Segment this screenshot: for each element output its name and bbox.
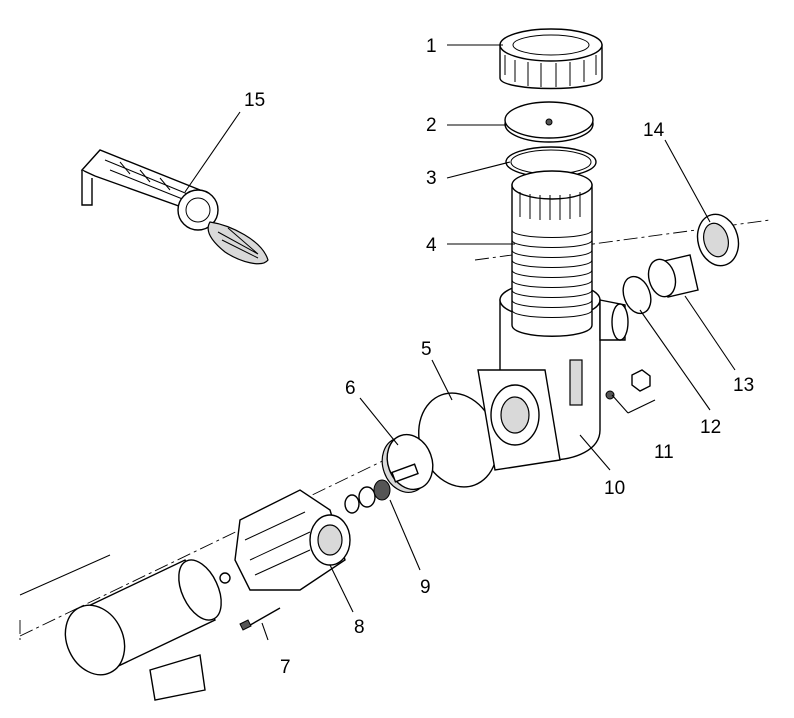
part-13-tailpiece [647,254,699,298]
part-3-oring [505,146,597,178]
callout-10: 10 [604,478,625,499]
callout-8: 8 [354,617,365,638]
callout-12: 12 [700,417,721,438]
part-8-seal-plate [234,489,351,591]
callout-4: 4 [426,235,437,256]
part-1-lid-ring [499,28,603,90]
callout-9: 9 [420,577,431,598]
part-12-oring [622,275,652,315]
callout-7: 7 [280,657,291,678]
callout-3: 3 [426,168,437,189]
callout-11: 11 [654,442,674,463]
callout-6: 6 [345,378,356,399]
callout-1: 1 [426,36,437,57]
part-4-basket [511,170,593,337]
part-9-seal [344,479,391,514]
part-15-wrench [80,149,269,265]
callout-2: 2 [426,115,437,136]
part-6-impeller [381,433,434,493]
motor [19,554,231,701]
callout-labels: 1 2 3 4 5 6 7 8 9 10 11 12 13 14 15 [244,36,754,678]
part-14-union-nut [696,213,740,267]
part-10-flange [477,369,561,471]
leader-lines [184,44,736,641]
callout-13: 13 [733,375,754,396]
callout-15: 15 [244,90,265,111]
callout-14: 14 [643,120,665,141]
part-2-cover [504,101,594,143]
callout-5: 5 [421,339,432,360]
part-11-plug [605,369,651,400]
part-7-bolt [239,607,281,631]
